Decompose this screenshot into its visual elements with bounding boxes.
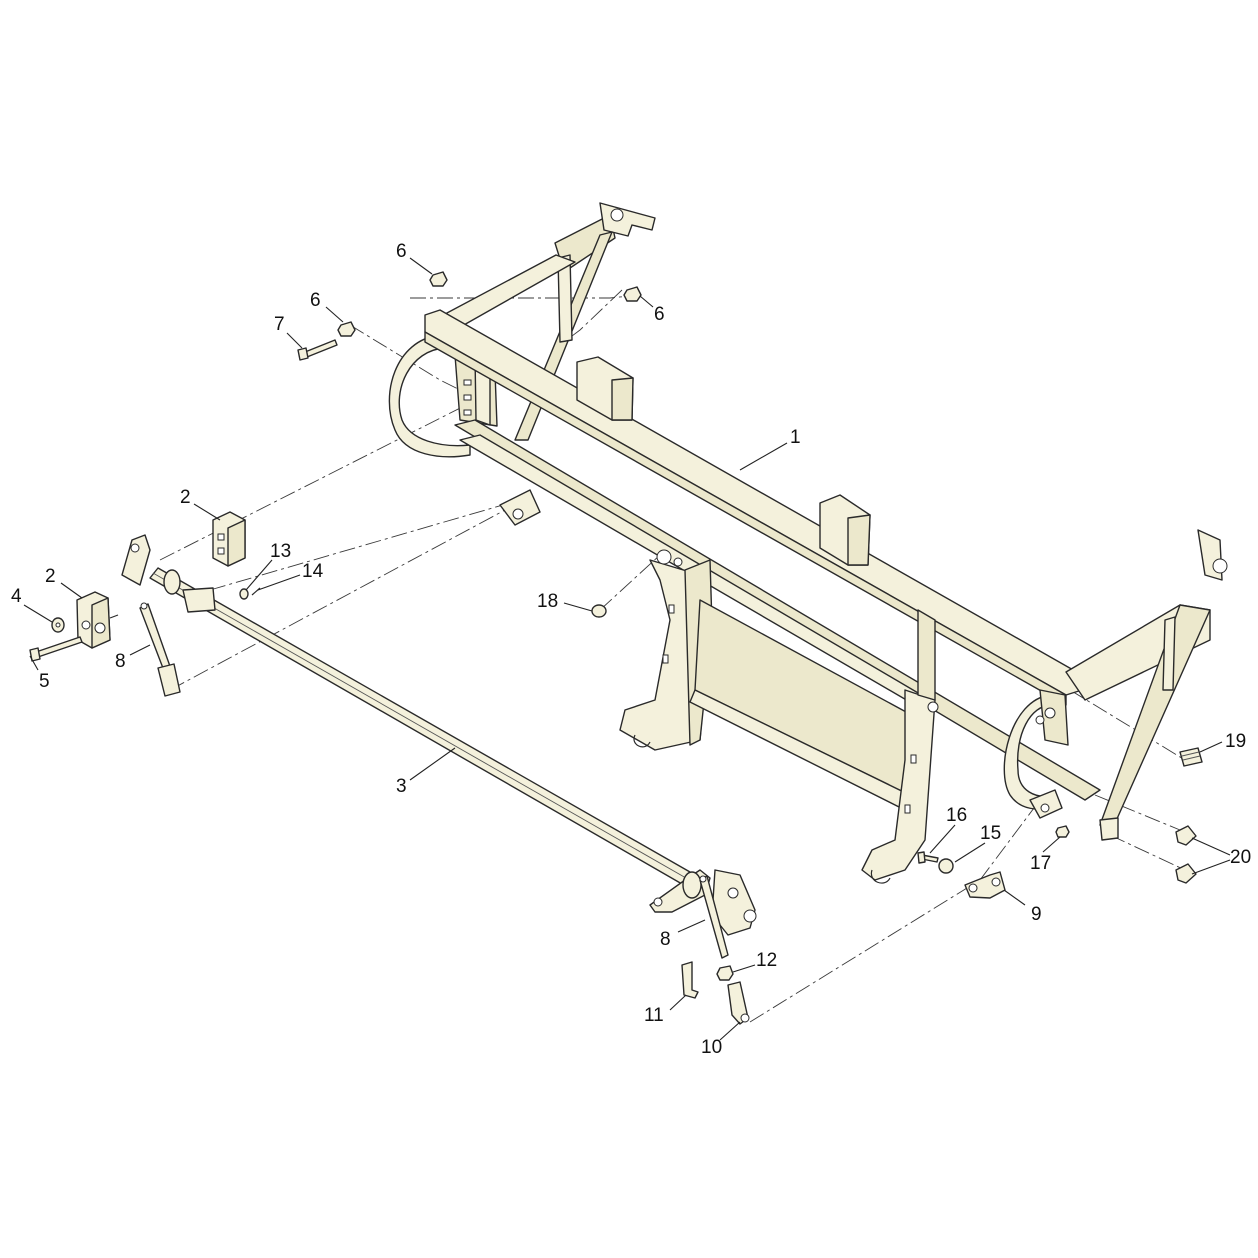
shaft-right-end — [649, 869, 757, 936]
callout-20: 20 — [1230, 847, 1251, 868]
callout-8-left: 8 — [115, 651, 126, 672]
pad-part-19 — [1179, 747, 1203, 767]
nut-part-17 — [1055, 825, 1070, 838]
callout-3: 3 — [396, 776, 407, 797]
callout-1: 1 — [790, 427, 801, 448]
cap-part-20-upper — [1175, 825, 1197, 846]
callout-10: 10 — [701, 1037, 722, 1058]
callout-5: 5 — [39, 671, 50, 692]
callout-2-lower: 2 — [45, 566, 56, 587]
plug-part-18 — [591, 604, 607, 618]
pin-part-16 — [917, 851, 939, 864]
callout-13: 13 — [270, 541, 291, 562]
linkage-part-8-left — [139, 602, 181, 697]
shaft-left-end — [121, 534, 216, 613]
leader-lines — [23, 257, 1231, 1041]
nut-part-6-right — [623, 286, 642, 302]
callout-12: 12 — [756, 950, 777, 971]
callout-labels: 1 2 2 3 4 5 6 6 6 7 8 8 9 10 11 12 13 14… — [11, 241, 1251, 1058]
callout-16: 16 — [946, 805, 967, 826]
shaft-part-3 — [149, 567, 691, 885]
bolt-part-7 — [297, 339, 338, 361]
bolt-part-5 — [29, 636, 83, 662]
callout-11: 11 — [644, 1005, 664, 1026]
callout-6-right: 6 — [654, 304, 665, 325]
callout-19: 19 — [1225, 731, 1246, 752]
callout-6-top: 6 — [396, 241, 407, 262]
washer-part-15 — [938, 858, 954, 874]
main-frame-part-1 — [388, 202, 1228, 884]
callout-2-upper: 2 — [180, 487, 191, 508]
linkage-part-8-right — [699, 875, 729, 959]
cap-part-20-lower — [1175, 863, 1197, 884]
callout-7: 7 — [274, 314, 285, 335]
callout-4: 4 — [11, 586, 22, 607]
cotter-part-14 — [251, 587, 261, 596]
callout-9: 9 — [1031, 904, 1042, 925]
washer-part-4 — [51, 617, 65, 633]
nut-part-6-left — [337, 321, 356, 337]
bracket-part-9 — [964, 871, 1006, 899]
callout-18: 18 — [537, 591, 558, 612]
callout-8-right: 8 — [660, 929, 671, 950]
clevis-part-10 — [727, 981, 750, 1025]
callout-14: 14 — [302, 561, 324, 582]
pin-part-11 — [681, 961, 699, 999]
block-part-2-upper — [212, 511, 246, 567]
block-part-2-lower — [76, 591, 119, 649]
nut-part-6-top — [429, 271, 448, 287]
callout-6-left: 6 — [310, 290, 321, 311]
washer-part-13 — [239, 588, 249, 600]
callout-17: 17 — [1030, 853, 1051, 874]
callout-15: 15 — [980, 823, 1001, 844]
nut-part-12 — [716, 965, 734, 981]
